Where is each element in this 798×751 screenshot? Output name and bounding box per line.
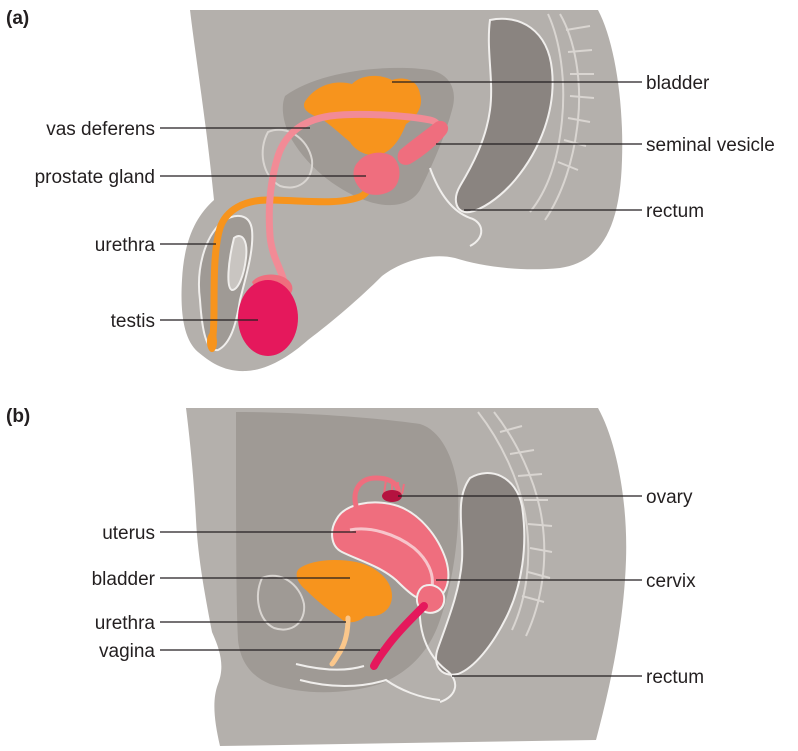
- male-urethra-tip: [207, 332, 217, 352]
- label-b-uterus: uterus: [102, 523, 155, 544]
- label-b-vagina: vagina: [99, 641, 155, 662]
- label-a-bladder: bladder: [646, 73, 710, 94]
- label-b-ovary: ovary: [646, 487, 693, 508]
- label-a-rectum: rectum: [646, 201, 704, 222]
- label-b-cervix: cervix: [646, 571, 696, 592]
- label-b-bladder: bladder: [92, 569, 156, 590]
- male-testis: [238, 280, 298, 356]
- label-a-testis: testis: [111, 311, 155, 332]
- panel-a-label: (a): [6, 8, 29, 29]
- label-a-vas-deferens: vas deferens: [46, 119, 155, 140]
- label-a-seminal-vesicle: seminal vesicle: [646, 135, 775, 156]
- label-b-urethra: urethra: [95, 613, 156, 634]
- panel-b-label: (b): [6, 406, 30, 427]
- panel-a: (a): [6, 8, 775, 371]
- label-a-urethra: urethra: [95, 235, 156, 256]
- label-a-prostate-gland: prostate gland: [35, 167, 155, 188]
- label-b-rectum: rectum: [646, 667, 704, 688]
- panel-b: (b): [6, 406, 704, 746]
